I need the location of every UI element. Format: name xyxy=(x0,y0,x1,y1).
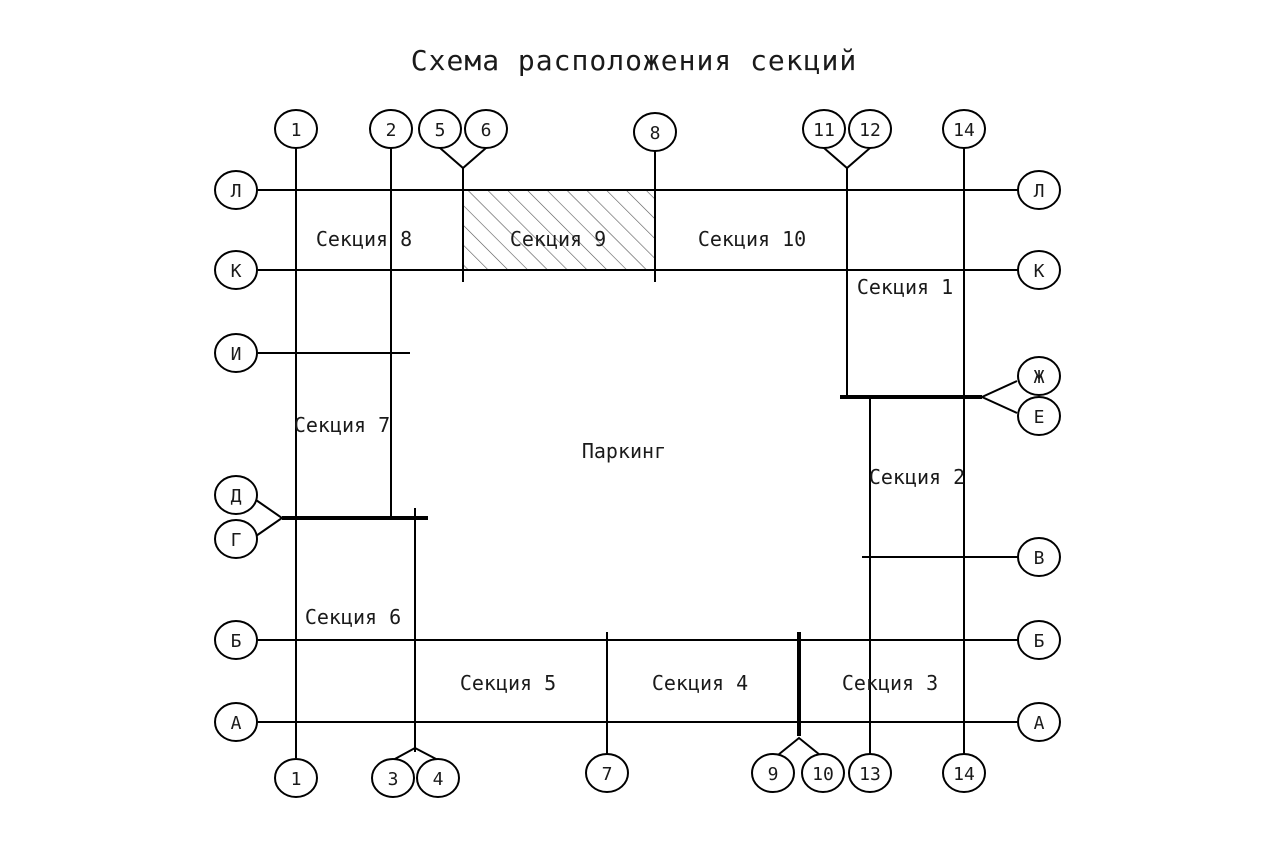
svg-text:И: И xyxy=(231,344,242,365)
svg-text:Г: Г xyxy=(231,530,242,551)
section-9-label: Секция 9 xyxy=(510,227,606,251)
axis-bubble-bottom-10: 10 xyxy=(801,753,845,793)
axis-bubble-right-K: К xyxy=(1017,250,1061,290)
axis-bubble-bottom-3: 3 xyxy=(371,758,415,798)
axis-bubble-right-B: Б xyxy=(1017,620,1061,660)
axis-bubble-left-I: И xyxy=(214,333,258,373)
section-9-hatch xyxy=(463,190,655,270)
svg-text:А: А xyxy=(1034,713,1045,734)
axis-bubble-top-5: 5 xyxy=(418,109,462,149)
section-6-label: Секция 6 xyxy=(305,605,401,629)
axis-bubble-left-L: Л xyxy=(214,170,258,210)
svg-text:14: 14 xyxy=(953,120,975,141)
svg-text:1: 1 xyxy=(291,120,302,141)
svg-text:13: 13 xyxy=(859,764,881,785)
svg-text:12: 12 xyxy=(859,120,881,141)
svg-text:В: В xyxy=(1034,548,1045,569)
parking-label: Паркинг xyxy=(582,439,666,463)
axis-bubble-bottom-14: 14 xyxy=(942,753,986,793)
section-1-label: Секция 1 xyxy=(857,275,953,299)
section-10-label: Секция 10 xyxy=(698,227,806,251)
leader-D-G xyxy=(255,499,284,537)
axis-bubble-right-L: Л xyxy=(1017,170,1061,210)
svg-text:2: 2 xyxy=(386,120,397,141)
section-5-label: Секция 5 xyxy=(460,671,556,695)
svg-text:7: 7 xyxy=(602,764,613,785)
axis-bubble-top-11: 11 xyxy=(802,109,846,149)
svg-text:11: 11 xyxy=(813,120,835,141)
axis-bubble-left-G: Г xyxy=(214,519,258,559)
axis-bubble-left-B: Б xyxy=(214,620,258,660)
svg-text:Е: Е xyxy=(1034,407,1045,428)
axis-bubble-top-1: 1 xyxy=(274,109,318,149)
axis-bubble-left-A: А xyxy=(214,702,258,742)
section-4-label: Секция 4 xyxy=(652,671,748,695)
axis-bubble-top-12: 12 xyxy=(848,109,892,149)
svg-text:К: К xyxy=(1034,261,1045,282)
leader-9-10 xyxy=(777,736,821,756)
section-7-label: Секция 7 xyxy=(294,413,390,437)
axis-bubble-bottom-1: 1 xyxy=(274,758,318,798)
svg-text:Л: Л xyxy=(231,181,242,202)
svg-text:Б: Б xyxy=(1034,631,1045,652)
svg-text:1: 1 xyxy=(291,769,302,790)
svg-text:9: 9 xyxy=(768,764,779,785)
axis-bubble-bottom-9: 9 xyxy=(751,753,795,793)
axis-bubble-bottom-7: 7 xyxy=(585,753,629,793)
svg-text:8: 8 xyxy=(650,123,661,144)
svg-text:4: 4 xyxy=(433,769,444,790)
leader-Zh-E xyxy=(979,380,1018,414)
axis-bubble-left-D: Д xyxy=(214,475,258,515)
svg-text:6: 6 xyxy=(481,120,492,141)
svg-text:Ж: Ж xyxy=(1034,367,1045,388)
axis-bubble-right-E: Е xyxy=(1017,396,1061,436)
svg-text:А: А xyxy=(231,713,242,734)
section-8-label: Секция 8 xyxy=(316,227,412,251)
axis-bubble-top-8: 8 xyxy=(633,112,677,152)
svg-text:Б: Б xyxy=(231,631,242,652)
svg-text:К: К xyxy=(231,261,242,282)
diagram-title: Схема расположения секций xyxy=(411,44,857,77)
axis-bubble-left-K: К xyxy=(214,250,258,290)
axis-bubble-top-14: 14 xyxy=(942,109,986,149)
svg-text:Л: Л xyxy=(1034,181,1045,202)
axis-bubble-top-2: 2 xyxy=(369,109,413,149)
axis-bubble-right-Zh: Ж xyxy=(1017,356,1061,396)
axis-bubble-bottom-4: 4 xyxy=(416,758,460,798)
svg-text:10: 10 xyxy=(812,764,834,785)
svg-text:5: 5 xyxy=(435,120,446,141)
axis-bubble-right-A: А xyxy=(1017,702,1061,742)
section-3-label: Секция 3 xyxy=(842,671,938,695)
leader-11-12 xyxy=(823,147,871,170)
svg-text:Д: Д xyxy=(231,486,242,507)
axis-bubble-bottom-13: 13 xyxy=(848,753,892,793)
axis-bubble-top-6: 6 xyxy=(464,109,508,149)
axis-bubble-right-V: В xyxy=(1017,537,1061,577)
svg-text:14: 14 xyxy=(953,764,975,785)
leader-5-6 xyxy=(439,147,487,170)
leader-3-4 xyxy=(392,746,439,761)
section-2-label: Секция 2 xyxy=(869,465,965,489)
svg-text:3: 3 xyxy=(388,769,399,790)
